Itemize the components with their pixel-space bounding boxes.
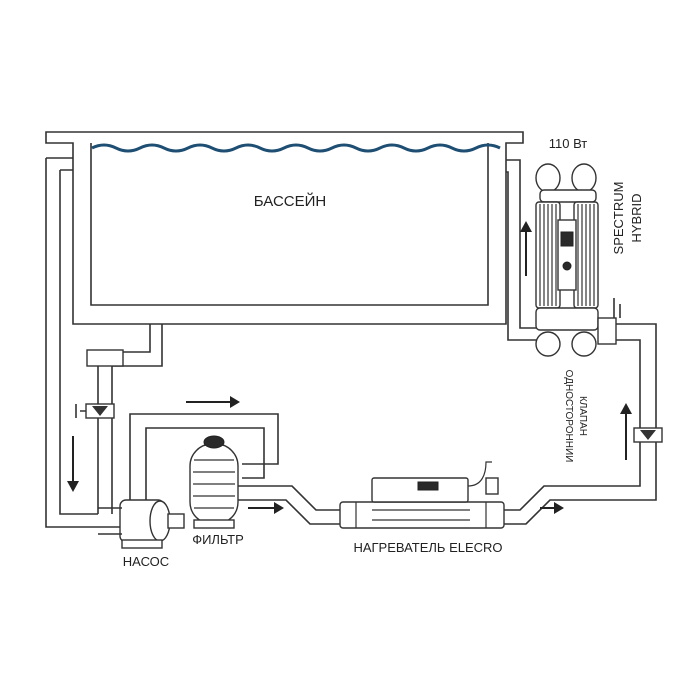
down-arrow-icon xyxy=(67,436,79,492)
suction-pipe-outer xyxy=(45,158,123,528)
pump-inlet-joint xyxy=(98,507,122,535)
suction-valve-icon xyxy=(92,406,108,416)
suction-valve-handle xyxy=(75,404,86,418)
filter-base xyxy=(193,519,235,529)
filter-outlet-pipe xyxy=(238,485,340,525)
pump-outlet xyxy=(167,513,185,529)
right-arrow-icon-3 xyxy=(540,502,564,514)
uv-tube-right-ribs xyxy=(577,204,595,306)
pump-front xyxy=(149,500,171,542)
uv-name-line2: HYBRID xyxy=(629,193,644,242)
heater-display xyxy=(417,481,439,491)
suction-pipe-inner xyxy=(59,170,98,515)
filter-lid xyxy=(203,435,225,449)
pool: БАССЕЙН xyxy=(45,131,524,325)
heater-body-stripes xyxy=(355,502,487,528)
loop-pipe-outer xyxy=(129,413,279,500)
suction-pipe xyxy=(45,157,163,528)
pool-label: БАССЕЙН xyxy=(254,192,326,210)
uv-bottom-cap-right xyxy=(571,331,597,357)
filter-ribs xyxy=(193,459,235,509)
check-valve-icon xyxy=(640,430,656,440)
loop-pipe-inner xyxy=(145,427,265,500)
heater-outlet-pipe xyxy=(504,323,657,525)
heater-to-uv-pipe: ОДНОСТОРОННИИ КЛАПАН xyxy=(504,323,663,525)
pump-base xyxy=(121,539,163,549)
uv-tube-left-ribs xyxy=(539,204,557,306)
check-valve-label-line1: ОДНОСТОРОННИИ xyxy=(563,370,574,463)
filter-to-heater-pipe xyxy=(238,485,340,525)
uv-sensor xyxy=(613,298,621,318)
uv-top-cap-right xyxy=(571,163,597,193)
uv-outlet-right xyxy=(597,317,617,345)
pool-water-surface xyxy=(91,143,501,153)
right-arrow-icon-2 xyxy=(248,502,284,514)
uv-control-unit xyxy=(557,219,577,291)
uv-display xyxy=(560,231,574,247)
electric-heater: НАГРЕВАТЕЛЬ ELECRO xyxy=(339,461,505,555)
uv-lamp: 110 Вт SPECTRUM HYBRID xyxy=(535,136,644,357)
heater-label: НАГРЕВАТЕЛЬ ELECRO xyxy=(353,540,502,555)
suction-pipe-top-cap xyxy=(46,157,73,171)
uv-power-label: 110 Вт xyxy=(549,136,588,151)
check-valve-label-line2: КЛАПАН xyxy=(577,396,588,436)
pool-wall-inner xyxy=(90,143,489,306)
up-arrow-icon xyxy=(620,403,632,460)
uv-name-line1: SPECTRUM xyxy=(611,182,626,255)
skimmer-pipe-joint xyxy=(86,349,124,367)
sand-filter: ФИЛЬТР xyxy=(189,435,244,547)
return-pipe xyxy=(506,159,540,341)
pump-label: НАСОС xyxy=(123,554,169,569)
filter-label: ФИЛЬТР xyxy=(192,532,244,547)
heater-cable xyxy=(467,461,492,487)
uv-bottom-cap-left xyxy=(535,331,561,357)
pump-to-filter-pipe xyxy=(129,396,279,500)
heater-body xyxy=(339,501,505,529)
uv-top-bridge xyxy=(539,189,597,203)
heater-sensor xyxy=(485,477,499,495)
up-arrow-icon-2 xyxy=(520,221,532,276)
skimmer-pipe xyxy=(97,324,163,514)
uv-button xyxy=(562,261,572,271)
right-arrow-icon xyxy=(186,396,240,408)
uv-to-pool-pipe xyxy=(506,159,540,341)
pump: НАСОС xyxy=(98,499,185,569)
uv-bottom-bridge xyxy=(535,307,599,331)
pool-wall-outer xyxy=(45,131,524,325)
uv-top-cap-left xyxy=(535,163,561,193)
